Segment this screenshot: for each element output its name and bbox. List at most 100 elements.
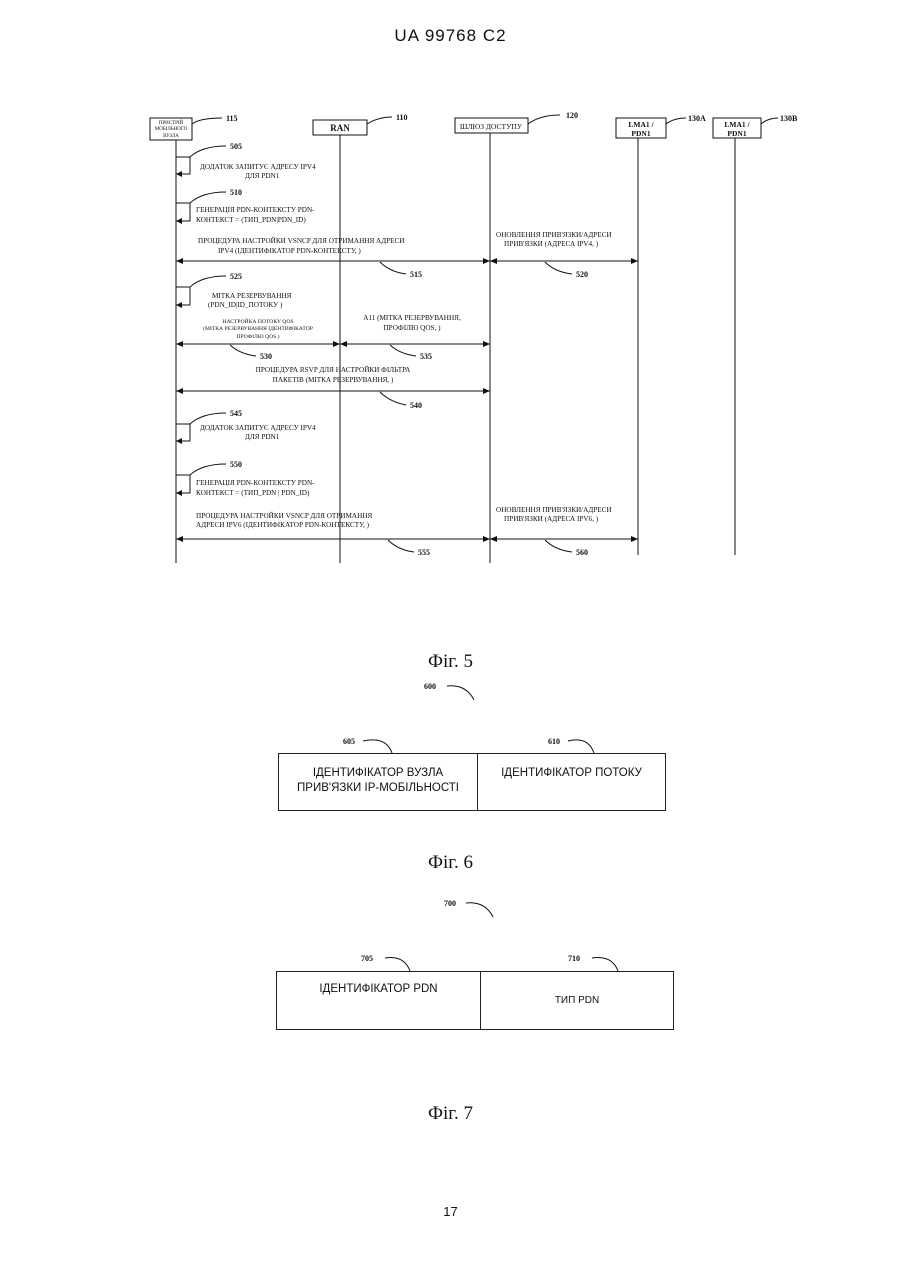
self-loop-545 <box>176 424 190 441</box>
diagram-stroke <box>176 171 182 177</box>
diagram-stroke <box>545 540 572 552</box>
ref-115: 115 <box>226 114 238 123</box>
entity-lma-130b-line2: PDN1 <box>727 129 746 138</box>
diagram-stroke <box>483 341 490 347</box>
step-540-line1: ПРОЦЕДУРА RSVP ДЛЯ НАСТРОЙКИ ФІЛЬТРА <box>256 365 412 374</box>
self-loop-510 <box>176 203 190 221</box>
diagram-stroke <box>190 276 226 287</box>
ref-520: 520 <box>576 270 588 279</box>
step-510-line1: ГЕНЕРАЦІЯ PDN-КОНТЕКСТУ PDN- <box>196 206 315 214</box>
diagram-stroke <box>230 345 256 356</box>
entity-lma-130b-line1: LMA1 / <box>724 120 750 129</box>
diagram-stroke <box>176 438 182 444</box>
ref-705: 705 <box>361 954 373 963</box>
fig7-cell-pdn-id: ІДЕНТИФІКАТОР PDN <box>276 971 481 1030</box>
entity-lma-130a-line2: PDN1 <box>631 129 650 138</box>
diagram-stroke <box>176 536 183 542</box>
diagram-stroke <box>490 258 497 264</box>
step-520-line1: ОНОВЛЕННЯ ПРИВ'ЯЗКИ/АДРЕСИ <box>496 231 612 239</box>
step-525-line2: (PDN_ID|ID_ПОТОКУ ) <box>208 301 283 309</box>
diagram-stroke <box>483 258 490 264</box>
diagram-stroke <box>190 146 226 157</box>
step-535-line1: A11 (МІТКА РЕЗЕРВУВАННЯ, <box>363 314 461 322</box>
ref-515: 515 <box>410 270 422 279</box>
entity-access-gateway-label: ШЛЮЗ ДОСТУПУ <box>460 122 523 131</box>
step-545-line1: ДОДАТОК ЗАПИТУЄ АДРЕСУ IPV4 <box>200 424 316 432</box>
ref-700: 700 <box>444 899 456 908</box>
step-530-line1: НАСТРОЙКА ПОТОКУ QOS <box>222 317 293 325</box>
ref-530: 530 <box>260 352 272 361</box>
ref-540: 540 <box>410 401 422 410</box>
diagram-stroke <box>190 192 226 203</box>
fig6-cell-flow-id-line1: ІДЕНТИФІКАТОР ПОТОКУ <box>478 767 665 779</box>
diagram-stroke <box>483 536 490 542</box>
fig6-cell-flow-id: ІДЕНТИФІКАТОР ПОТОКУ <box>477 753 666 811</box>
ref-110: 110 <box>396 113 408 122</box>
step-545-line2: ДЛЯ PDN1 <box>245 433 280 441</box>
self-loop-550 <box>176 475 190 493</box>
ref-605: 605 <box>343 737 355 746</box>
ref-545: 545 <box>230 409 242 418</box>
ref-560: 560 <box>576 548 588 557</box>
diagram-stroke <box>367 117 392 124</box>
entity-mobile-node-line3: ВУЗЛА <box>163 134 179 139</box>
step-540-line2: ПАКЕТІВ (МІТКА РЕЗЕРВУВАННЯ, ) <box>273 376 394 384</box>
ref-710: 710 <box>568 954 580 963</box>
self-loop-505 <box>176 157 190 174</box>
entity-mobile-node-line2: МОБІЛЬНОГО <box>155 127 188 132</box>
diagram-stroke <box>631 536 638 542</box>
fig6-leaders: 600 605 610 <box>0 680 901 760</box>
ref-525: 525 <box>230 272 242 281</box>
diagram-stroke <box>761 118 778 124</box>
entity-lma-130a-line1: LMA1 / <box>628 120 654 129</box>
diagram-stroke <box>528 115 560 124</box>
diagram-stroke <box>483 388 490 394</box>
entity-mobile-node-line1: ПРИСТРІЙ <box>159 120 184 126</box>
ref-130b: 130B <box>780 114 798 123</box>
diagram-stroke <box>333 341 340 347</box>
fig5-caption: Фіг. 5 <box>0 651 901 673</box>
step-555-line1: ПРОЦЕДУРА НАСТРОЙКИ VSNCP ДЛЯ ОТРИМАННЯ <box>196 511 372 520</box>
ref-555: 555 <box>418 548 430 557</box>
fig6-cell-node-id-line2: ПРИВ'ЯЗКИ IP-МОБІЛЬНОСТІ <box>279 781 477 796</box>
step-520-line2: ПРИВ'ЯЗКИ (АДРЕСА IPV4, ) <box>504 240 599 248</box>
diagram-stroke <box>380 392 406 405</box>
page-number: 17 <box>0 1204 901 1219</box>
fig6-cell-node-id: ІДЕНТИФІКАТОР ВУЗЛА ПРИВ'ЯЗКИ IP-МОБІЛЬН… <box>278 753 478 811</box>
diagram-stroke <box>545 262 572 274</box>
ref-535: 535 <box>420 352 432 361</box>
ref-610: 610 <box>548 737 560 746</box>
diagram-stroke <box>380 262 406 274</box>
fig7-leaders: 700 705 710 <box>0 895 901 975</box>
diagram-stroke <box>447 686 474 700</box>
diagram-stroke <box>176 258 183 264</box>
step-505-line2: ДЛЯ PDN1 <box>245 172 280 180</box>
step-530-line3: ПРОФІЛЮ QOS ) <box>236 333 279 340</box>
diagram-stroke <box>192 118 222 124</box>
fig6-cell-node-id-line1: ІДЕНТИФІКАТОР ВУЗЛА <box>279 766 477 781</box>
step-515-line2: IPV4 (ІДЕНТИФІКАТОР PDN-КОНТЕКСТУ, ) <box>218 247 361 255</box>
step-525-line1: МІТКА РЕЗЕРВУВАННЯ <box>212 292 292 300</box>
step-555-line2: АДРЕСИ IPV6 (ІДЕНТИФІКАТОР PDN-КОНТЕКСТУ… <box>196 521 370 529</box>
diagram-stroke <box>466 903 493 917</box>
diagram-stroke <box>363 740 392 753</box>
ref-130a: 130A <box>688 114 706 123</box>
sequence-diagram-fig5: ПРИСТРІЙ МОБІЛЬНОГО ВУЗЛА RAN ШЛЮЗ ДОСТУ… <box>0 0 901 600</box>
fig7-cell-pdn-type-line1: ТИП PDN <box>481 995 673 1006</box>
step-535-line2: ПРОФІЛЮ QOS, ) <box>383 324 441 332</box>
diagram-stroke <box>568 740 594 753</box>
ref-600: 600 <box>424 682 436 691</box>
diagram-stroke <box>176 341 183 347</box>
diagram-stroke <box>190 413 226 424</box>
fig6-caption: Фіг. 6 <box>0 852 901 874</box>
step-530-line2: (МІТКА РЕЗЕРВУВАННЯ ІДЕНТИФІКАТОР <box>203 325 313 332</box>
ref-550: 550 <box>230 460 242 469</box>
step-560-line2: ПРИВ'ЯЗКИ (АДРЕСА IPV6, ) <box>504 515 599 523</box>
diagram-stroke <box>490 536 497 542</box>
self-loop-525 <box>176 287 190 305</box>
diagram-stroke <box>176 302 182 308</box>
diagram-stroke <box>666 118 686 124</box>
step-515-line1: ПРОЦЕДУРА НАСТРОЙКИ VSNCP ДЛЯ ОТРИМАННЯ … <box>198 236 405 245</box>
step-550-line2: КОНТЕКСТ = (ТИП_PDN | PDN_ID) <box>196 489 310 497</box>
diagram-stroke <box>385 958 410 971</box>
